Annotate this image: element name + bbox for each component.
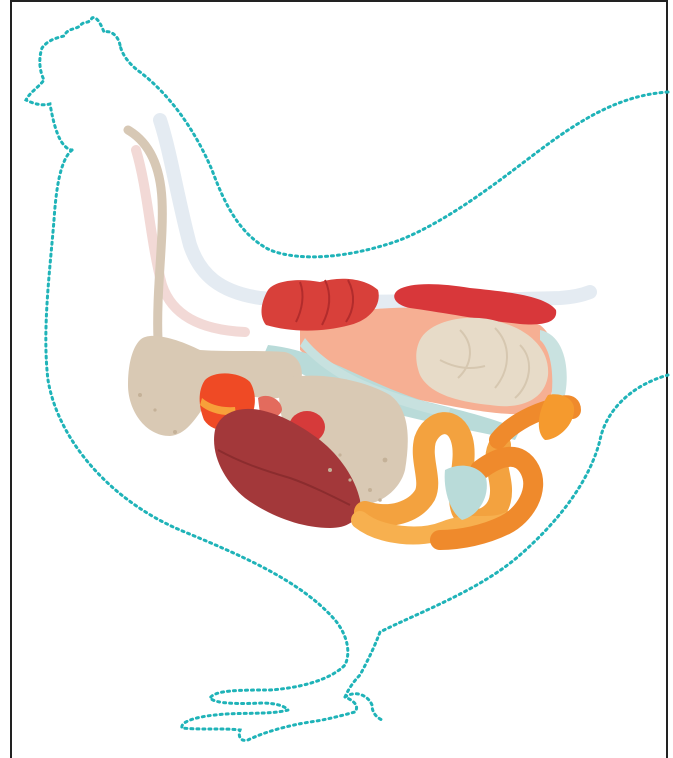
trachea — [160, 120, 590, 302]
esophagus — [128, 130, 162, 340]
chicken-back-outline — [120, 45, 668, 257]
chicken-head-outline — [26, 18, 120, 150]
